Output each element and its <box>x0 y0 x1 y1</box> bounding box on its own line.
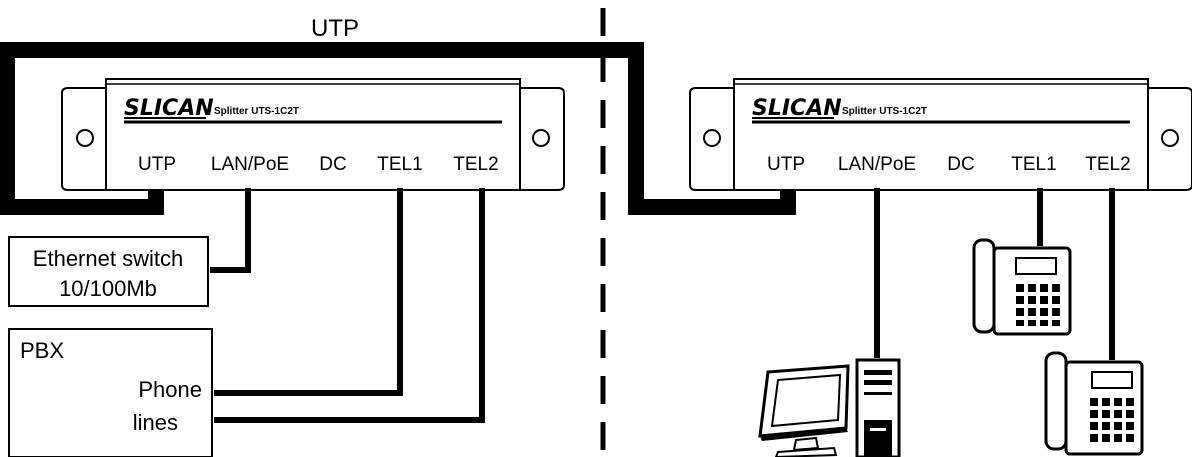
desk-phone-icon <box>972 238 1072 336</box>
utp-cable-label: UTP <box>311 15 359 42</box>
pbx-phone-lines-label-1: Phone <box>138 377 202 402</box>
phone-line-tel1-left <box>214 188 403 396</box>
left-port-tel1: TEL1 <box>377 154 422 175</box>
ethernet-switch-box <box>8 236 209 307</box>
left-splitter-body <box>61 78 565 191</box>
right-port-dc: DC <box>947 154 974 175</box>
pbx-label: PBX <box>20 338 64 363</box>
ethernet-switch-label: Ethernet switch <box>33 246 183 271</box>
utp-cable <box>0 42 796 215</box>
phone-line-tel2-left <box>214 188 485 423</box>
computer-icon <box>758 358 901 457</box>
left-splitter-mount-hole-right <box>532 129 550 147</box>
left-splitter-brand-logo: SLICAN <box>124 96 214 121</box>
right-splitter-model: Splitter UTS-1C2T <box>842 106 927 117</box>
left-port-lan-poe: LAN/PoE <box>211 154 289 175</box>
right-splitter-mount-hole-left <box>703 129 721 147</box>
right-port-tel2: TEL2 <box>1085 154 1130 175</box>
left-port-utp: UTP <box>138 154 176 175</box>
right-port-lan-poe: LAN/PoE <box>838 154 916 175</box>
right-port-tel1: TEL1 <box>1011 154 1056 175</box>
ethernet-switch-speed: 10/100Mb <box>59 276 157 301</box>
pbx-phone-lines-label-2: lines <box>133 410 178 435</box>
left-splitter-mount-hole-left <box>76 129 94 147</box>
left-port-tel2: TEL2 <box>453 154 498 175</box>
desk-phone-icon <box>1044 351 1144 456</box>
right-port-utp: UTP <box>767 154 805 175</box>
right-splitter-mount-hole-right <box>1161 129 1179 147</box>
left-splitter: SLICAN Splitter UTS-1C2T UTP LAN/PoE DC … <box>61 78 565 191</box>
right-splitter-brand-logo: SLICAN <box>752 96 842 121</box>
left-splitter-model: Splitter UTS-1C2T <box>214 106 299 117</box>
lan-cable-left <box>210 188 251 273</box>
pbx-box <box>8 328 213 457</box>
left-port-dc: DC <box>319 154 346 175</box>
right-splitter: SLICAN Splitter UTS-1C2T UTP LAN/PoE DC … <box>689 78 1192 191</box>
